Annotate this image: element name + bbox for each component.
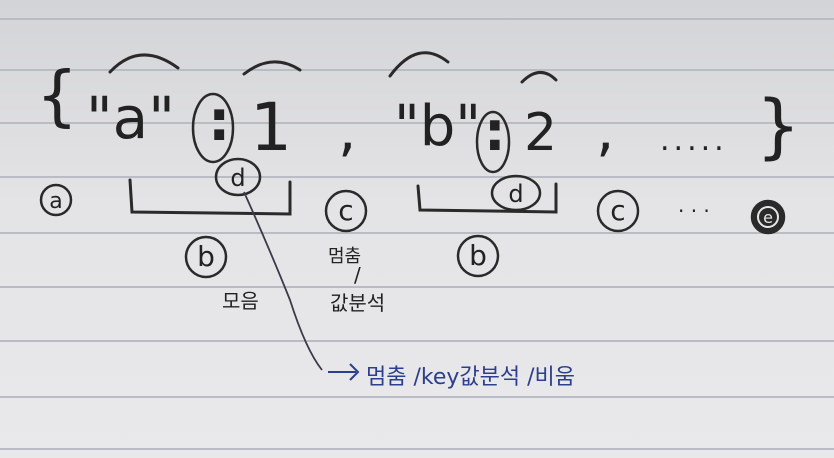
marker-c1: c [324, 189, 368, 233]
code-line: { "a" : 1 , "b" : 2 , ..... } [36, 57, 801, 167]
svg-text:d: d [508, 180, 523, 208]
ruled-line [0, 18, 834, 20]
ruled-line [0, 232, 834, 234]
svg-text:d: d [230, 164, 245, 192]
arrow-icon [328, 363, 360, 381]
marker-a: a [39, 183, 73, 217]
bracket-pair-2 [416, 182, 558, 214]
ruled-line [0, 122, 834, 124]
bracket-pair-1 [128, 178, 292, 216]
svg-text:c: c [338, 194, 353, 227]
note-d: 멈춤 /key값분석 /비움 [366, 365, 575, 390]
marker-b2: b [456, 234, 500, 278]
arc-key-b [388, 51, 450, 78]
marker-b1: b [184, 235, 228, 279]
arc-value-2 [520, 71, 558, 84]
svg-text:e: e [763, 208, 773, 227]
arc-key-a [108, 53, 180, 74]
comma-1: , [338, 96, 356, 164]
note-c-line3: 값분석 [330, 291, 385, 315]
note-b: 모음 [222, 289, 259, 313]
oval-colon-2 [475, 110, 511, 174]
ruled-line [0, 340, 834, 342]
token-arcs [108, 51, 558, 84]
key-b: "b" [394, 94, 481, 159]
marker-d1: d [214, 157, 262, 197]
ruled-line [0, 286, 834, 288]
ruled-line [0, 176, 834, 178]
ruled-line [0, 69, 834, 71]
colon-2: : [484, 100, 506, 163]
key-a: "a" [86, 84, 175, 152]
ruled-line [0, 448, 834, 450]
colon-ovals [191, 92, 511, 174]
value-1: 1 [250, 89, 292, 166]
open-brace: { [36, 57, 78, 134]
close-brace: } [756, 85, 801, 167]
note-c-line2: / [354, 263, 361, 287]
svg-text:b: b [469, 239, 487, 272]
marker-e: e [750, 199, 786, 235]
oval-colon-1 [191, 92, 235, 164]
ruled-line [0, 396, 834, 398]
svg-text:a: a [49, 189, 62, 214]
colon-1: : [208, 89, 230, 154]
marker-c2: c [596, 189, 640, 233]
svg-text:c: c [610, 194, 625, 227]
comma-2: , [596, 96, 614, 164]
connector-line [243, 191, 323, 371]
brackets [128, 178, 558, 216]
ellipsis: ..... [660, 123, 728, 158]
arc-value-1 [242, 60, 302, 76]
value-2: 2 [524, 103, 557, 163]
note-c-line1: 멈춤 [328, 246, 361, 267]
svg-text:b: b [197, 240, 215, 273]
marker-d2: d [490, 174, 542, 212]
marker-ellipsis: · · · [678, 199, 710, 223]
